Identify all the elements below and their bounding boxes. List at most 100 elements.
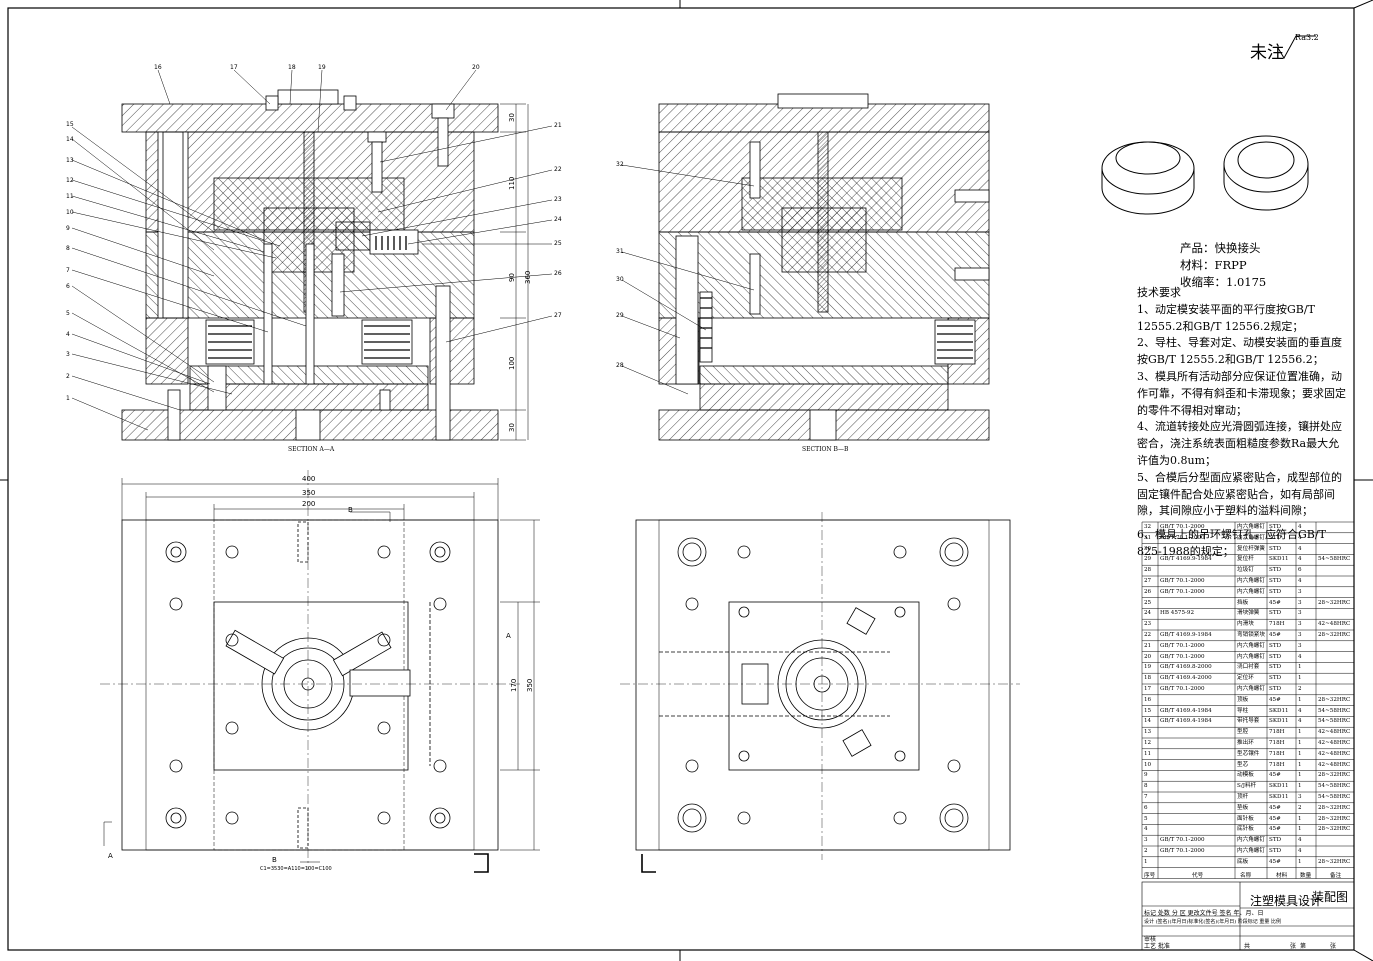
tech-item-6-line1: 6、模具上的吊环螺钉孔，应符合GB/T	[1137, 528, 1326, 541]
dim-350v: 350	[526, 679, 534, 692]
bom-cell: 45#	[1269, 804, 1281, 811]
bom-cell: 42~48HRC	[1318, 740, 1351, 746]
bom-cell: 30	[1144, 545, 1152, 552]
leader-23: 23	[554, 196, 562, 203]
section-b-label: SECTION B—B	[802, 446, 849, 453]
bom-cell: 28~32HRC	[1318, 858, 1351, 865]
bom-cell: STD	[1269, 642, 1282, 649]
bom-cell: 32	[1144, 524, 1152, 530]
bom-cell: 顶杆	[1237, 794, 1249, 800]
bom-cell: GB/T 70.1-2000	[1160, 642, 1205, 649]
bom-cell: 内六角螺钉	[1237, 848, 1265, 854]
bom-cell: 45#	[1269, 632, 1281, 638]
bom-cell: 内六角螺钉	[1237, 578, 1265, 584]
bom-header-no: 序号	[1144, 873, 1156, 879]
leader-10: 10	[66, 209, 74, 216]
bom-cell: 718H	[1269, 740, 1285, 746]
bom-cell: 1	[1298, 761, 1302, 768]
bom-cell: 25	[1144, 599, 1152, 606]
bom-cell: 1	[1298, 858, 1302, 865]
bom-cell: 28~32HRC	[1318, 772, 1351, 779]
bom-cell: 718H	[1269, 729, 1285, 736]
title-block-row4: 工艺 批准	[1144, 943, 1170, 950]
product-info: 产品：快换接头 材料：FRPP 收缩率：1.0175	[1180, 240, 1266, 291]
leader-28: 28	[616, 362, 624, 369]
leader-lines	[71, 69, 755, 431]
bom-cell: 24	[1144, 610, 1152, 617]
bom-cell: 54~58HRC	[1318, 556, 1351, 563]
bom-cell: 1	[1298, 696, 1302, 703]
leader-31: 31	[616, 248, 624, 255]
title-block-row3: 审核	[1144, 936, 1157, 943]
bom-cell: HB 4575-92	[1160, 610, 1195, 617]
bom-cell: 内六角螺钉	[1237, 534, 1265, 541]
bom-cell: 23	[1144, 621, 1152, 628]
section-b-b-view	[658, 93, 990, 441]
bom-cell: 1	[1298, 772, 1302, 779]
bom-cell: GB/T 70.1-2000	[1160, 588, 1205, 595]
leader-17: 17	[230, 64, 238, 71]
bom-cell: 面针板	[1237, 815, 1254, 822]
bom-cell: 3	[1144, 837, 1148, 844]
title-block-row2: 设计 (签名)(年月日)标准化(签名)(年月日) 阶段标记 重量 比例	[1144, 919, 1281, 925]
leader-30: 30	[616, 276, 624, 283]
dim-110: 110	[508, 177, 516, 190]
bom-cell: 型腔	[1237, 729, 1249, 736]
bom-cell: 1	[1298, 750, 1302, 757]
bom-cell: 8	[1144, 783, 1148, 790]
bom-cell: STD	[1269, 837, 1282, 844]
title-block-sub: 装配图	[1312, 890, 1349, 904]
bom-cell: 3	[1298, 610, 1302, 617]
bom-cell: SKD11	[1269, 718, 1289, 725]
bom-cell: 1	[1298, 729, 1302, 736]
bom-cell: 4	[1298, 653, 1302, 660]
bom-cell: 4	[1298, 534, 1302, 541]
technical-requirements: 技术要求 1、动定模安装平面的平行度按GB/T 12555.2和GB/T 125…	[1137, 285, 1349, 520]
bom-cell: GB/T 70.1-2000	[1160, 524, 1205, 530]
dim-30b: 30	[508, 423, 516, 432]
product-3d-sketches	[1101, 135, 1309, 215]
bom-cell: SKD11	[1269, 556, 1289, 563]
bom-cell: 10	[1144, 761, 1152, 768]
bom-cell: STD	[1269, 664, 1282, 671]
bom-cell: 内六角螺钉	[1237, 837, 1265, 844]
bom-cell: 718H	[1269, 761, 1285, 768]
leader-19: 19	[318, 64, 326, 71]
bom-cell: STD	[1269, 848, 1282, 854]
bom-cell: GB/T 4169.4-1984	[1160, 718, 1212, 725]
bom-cell: GB/T 70.1-2000	[1160, 534, 1205, 541]
bom-cell: 17	[1144, 686, 1152, 692]
leader-3: 3	[66, 351, 70, 358]
leader-1: 1	[66, 395, 70, 402]
leader-24: 24	[554, 216, 562, 223]
leader-20: 20	[472, 64, 480, 71]
leader-11: 11	[66, 193, 74, 200]
leader-22: 22	[554, 166, 562, 173]
bom-cell: 3	[1298, 621, 1302, 628]
bom-header-note: 备注	[1330, 873, 1342, 879]
leader-7: 7	[66, 267, 70, 274]
bom-cell: 3	[1298, 794, 1302, 800]
bom-cell: 54~58HRC	[1318, 707, 1351, 714]
bom-cell: STD	[1269, 588, 1282, 595]
bom-cell: 滑块弹簧	[1237, 610, 1260, 617]
bom-header-material: 材料	[1276, 873, 1288, 879]
dim-90: 90	[508, 273, 516, 282]
tech-item-1: 1、动定模安装平面的平行度按GB/T 12555.2和GB/T 12556.2规…	[1137, 302, 1315, 333]
bom-cell: 22	[1144, 632, 1152, 638]
dim-100: 100	[508, 357, 516, 370]
product-name: 产品：快换接头	[1180, 241, 1261, 255]
title-block-sheet-no-label: 张	[1330, 943, 1337, 950]
bom-cell: GB/T 70.1-2000	[1160, 653, 1205, 660]
leader-29: 29	[616, 312, 624, 319]
bom-cell: 28~32HRC	[1318, 804, 1351, 811]
bom-cell: 动模板	[1237, 772, 1254, 779]
dim-170: 170	[510, 679, 518, 692]
plan-dimension-labels: 400 350 200 170 350 B A A B C1=3530=A110…	[108, 475, 534, 872]
bom-cell: 9	[1144, 772, 1148, 779]
dim-200: 200	[302, 500, 315, 508]
bom-cell: 7	[1144, 794, 1148, 800]
leader-12: 12	[66, 177, 74, 184]
leader-2: 2	[66, 373, 70, 380]
